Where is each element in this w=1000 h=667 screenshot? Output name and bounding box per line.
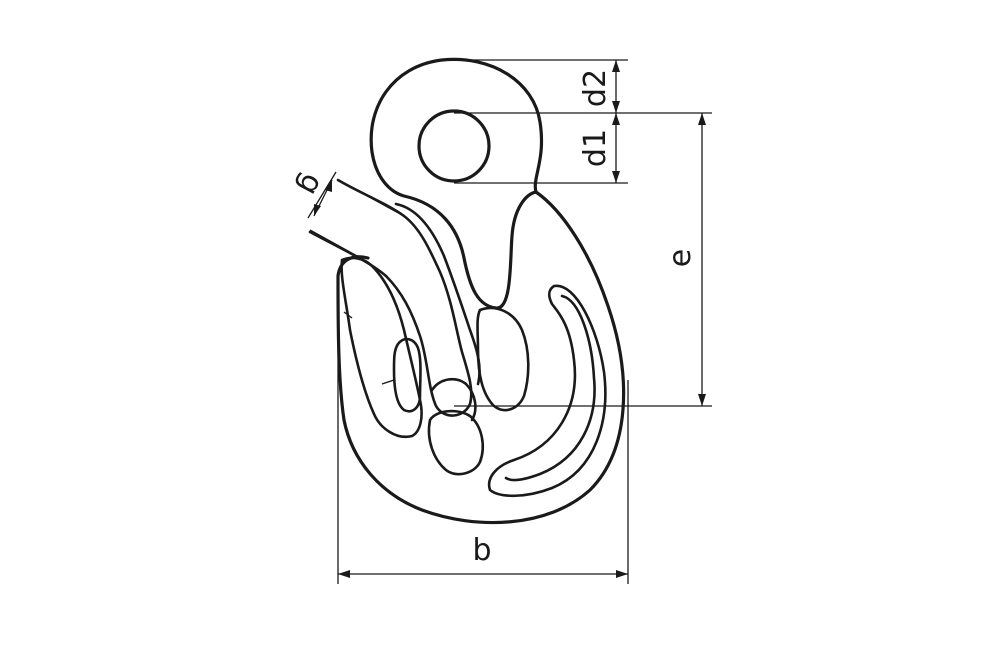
- eye-hole: [417, 109, 491, 183]
- dimension-d1: d1: [454, 112, 712, 184]
- hook-body-outline: [336, 150, 626, 525]
- hook-latch: [308, 178, 530, 476]
- hook-inner-slot-outline: [504, 294, 596, 482]
- label-d2: d2: [578, 69, 613, 107]
- label-e: e: [663, 249, 698, 267]
- label-g: g: [290, 168, 330, 201]
- hook-inner-slot: [487, 284, 607, 498]
- dimension-d2: d2: [458, 59, 628, 113]
- hook-eye: [369, 57, 544, 194]
- dimension-e: e: [454, 113, 712, 407]
- label-d1: d1: [578, 129, 613, 167]
- dimension-g: g: [290, 168, 405, 263]
- dimension-b: b: [337, 276, 629, 584]
- label-b: b: [472, 533, 491, 568]
